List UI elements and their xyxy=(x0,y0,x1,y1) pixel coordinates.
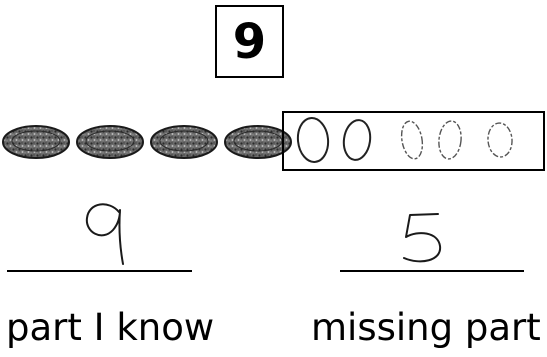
hand-drawn-circle-icon xyxy=(399,120,425,161)
missing-part-line xyxy=(340,270,524,272)
counter-row-drawing xyxy=(0,100,547,175)
filled-counter-icon xyxy=(225,126,291,158)
filled-counter-icon xyxy=(151,126,217,158)
part-known-value[interactable]: 9 xyxy=(7,190,192,268)
hand-drawn-circle-icon xyxy=(296,117,330,164)
hand-drawn-circle-icon xyxy=(437,120,463,160)
part-known-line xyxy=(7,270,192,272)
part-known-caption: part I know xyxy=(6,305,214,351)
filled-counter-icon xyxy=(77,126,143,158)
hand-drawn-circle-icon xyxy=(487,122,513,158)
counter-row xyxy=(0,100,547,175)
filled-counter-icon xyxy=(3,126,69,158)
hand-drawn-circle-icon xyxy=(341,118,372,161)
missing-part-answer: 5 xyxy=(340,190,524,280)
total-number: 9 xyxy=(233,18,266,66)
missing-part-caption: missing part xyxy=(311,305,541,351)
part-known-answer: 9 xyxy=(7,190,192,280)
missing-part-value[interactable]: 5 xyxy=(340,190,524,268)
total-box: 9 xyxy=(215,5,284,78)
missing-part-frame xyxy=(283,112,544,170)
